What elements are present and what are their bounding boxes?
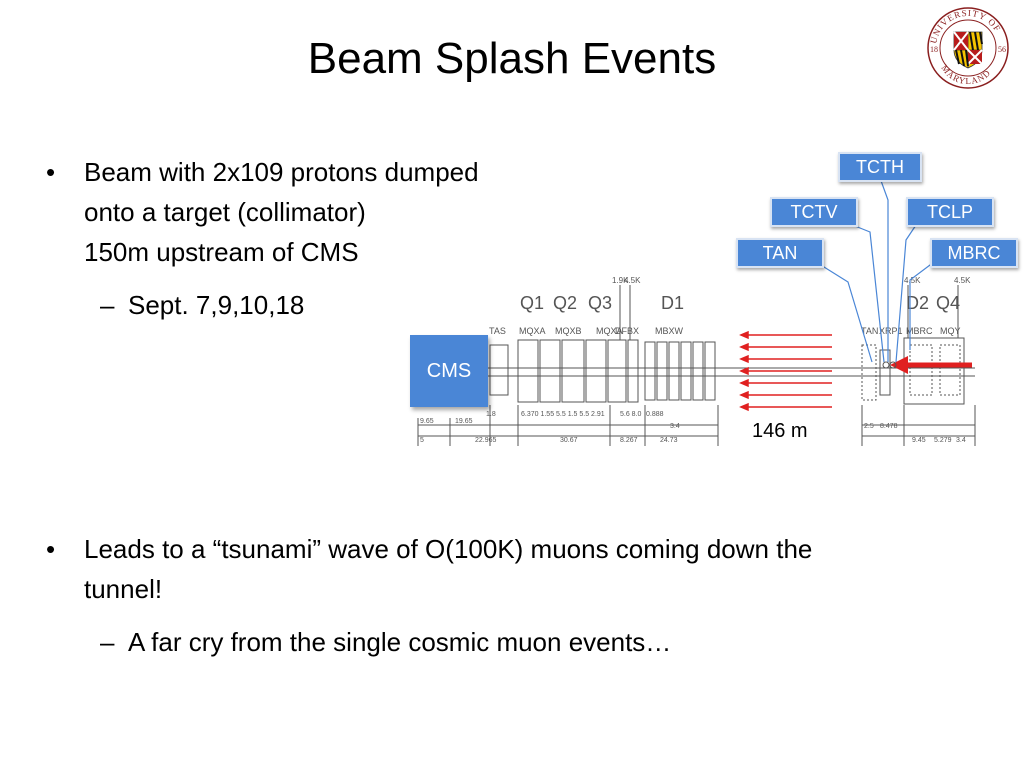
element-label: MBXW — [655, 326, 684, 336]
dash-icon: – — [100, 627, 115, 657]
tan-block — [861, 344, 877, 401]
bullet-line: Leads to a “tsunami” wave of O(100K) muo… — [84, 534, 813, 564]
dim-label: 9.45 — [912, 437, 926, 444]
element-label: MQXB — [555, 326, 582, 336]
group-label: D1 — [661, 293, 684, 313]
dim-label: 3.4 — [956, 437, 966, 444]
top-mark: 1.9K — [612, 276, 629, 285]
dim-label: 6.370 1.55 5.5 1.5 5.5 2.91 — [521, 411, 605, 418]
bullet-dot-icon: • — [46, 157, 56, 187]
callout-tan: TAN — [736, 238, 824, 268]
d1-module — [692, 341, 704, 401]
dim-label: 1.8 — [486, 411, 496, 418]
sub-bullet-text: Sept. 7,9,10,18 — [128, 290, 305, 320]
dash-icon: – — [100, 290, 115, 320]
seal-year-left: 18 — [930, 45, 938, 54]
dim-label: 3.4 — [670, 423, 680, 430]
bullet-line: 150m upstream of CMS — [84, 237, 359, 267]
distance-label: 146 m — [752, 420, 808, 442]
collimator-target-mark — [882, 361, 890, 369]
maryland-flag-shield-icon — [953, 31, 983, 69]
callout-tcth: TCTH — [838, 152, 922, 182]
cms-detector-box: CMS — [410, 335, 488, 407]
top-mark: 4.5K — [954, 276, 971, 285]
tcth-leader-line — [879, 177, 889, 362]
dim-label: 5.279 — [934, 437, 952, 444]
mbrc-magnet — [909, 344, 933, 396]
element-label: TAS — [489, 326, 506, 336]
bullet-line: Beam with 2x109 protons dumped — [84, 157, 479, 187]
muon-arrows-group — [739, 330, 832, 412]
bullet-dot-icon: • — [46, 534, 56, 564]
bullet-beam-protons: • Beam with 2x109 protons dumped onto a … — [46, 152, 604, 272]
callout-tclp: TCLP — [906, 197, 994, 227]
dim-label: 24.73 — [660, 437, 678, 444]
dim-label: 5 — [420, 437, 424, 444]
element-label: MQXA — [596, 326, 623, 336]
dim-label: 22.965 — [475, 437, 497, 444]
d1-module — [680, 341, 692, 401]
mqy-magnet — [939, 344, 961, 396]
tclp-leader-line — [895, 221, 919, 363]
element-label: XRP1 — [879, 326, 903, 336]
element-label: TAN — [861, 326, 878, 336]
group-label: D2 — [906, 293, 929, 313]
d1-module — [704, 341, 716, 401]
group-label: Q1 — [520, 293, 544, 313]
mbrc-leader-line — [909, 261, 935, 350]
element-label: MBRC — [906, 326, 933, 336]
dim-label: 8.267 — [620, 437, 638, 444]
group-label: Q2 — [553, 293, 577, 313]
dim-label: 2.5 — [864, 423, 874, 430]
bullet-line: onto a target (collimator) — [84, 197, 366, 227]
element-label: DFBX — [615, 326, 639, 336]
top-mark: 4.5K — [624, 276, 641, 285]
q3-magnet — [607, 339, 627, 403]
element-label: MQXA — [519, 326, 546, 336]
element-label: MQY — [940, 326, 961, 336]
xrp1-block — [879, 349, 891, 396]
dfbx-block — [627, 339, 639, 403]
tan-leader-line — [815, 261, 873, 363]
dim-label: 9.65 — [420, 418, 434, 425]
university-seal-logo: UNIVERSITY OF MARYLAND 18 56 — [927, 7, 1009, 89]
dim-label: 19.65 — [455, 418, 473, 425]
dim-label: 30.67 — [560, 437, 578, 444]
tas-block — [489, 344, 509, 396]
callout-mbrc: MBRC — [930, 238, 1018, 268]
bullet-line: tunnel! — [84, 574, 163, 604]
q2-magnet-b — [585, 339, 607, 403]
sub-bullet-dates: – Sept. 7,9,10,18 — [100, 285, 305, 325]
bullet-muon-tsunami: • Leads to a “tsunami” wave of O(100K) m… — [46, 529, 984, 609]
d2-q4-cryostat — [903, 337, 965, 405]
sub-bullet-cosmic: – A far cry from the single cosmic muon … — [100, 622, 672, 662]
dim-label: 8.478 — [880, 423, 898, 430]
q1-magnet — [517, 339, 539, 403]
group-label: Q4 — [936, 293, 960, 313]
dim-label: 0.888 — [646, 411, 664, 418]
beam-direction-arrow — [890, 356, 972, 374]
slide-title: Beam Splash Events — [307, 34, 717, 83]
q2-magnet — [561, 339, 585, 403]
d1-module — [656, 341, 668, 401]
top-mark: 4.5K — [904, 276, 921, 285]
callout-tctv: TCTV — [770, 197, 858, 227]
sub-bullet-text: A far cry from the single cosmic muon ev… — [128, 627, 672, 657]
dim-label: 5.6 8.0 — [620, 411, 642, 418]
d1-module — [644, 341, 656, 401]
d1-module — [668, 341, 680, 401]
group-label: Q3 — [588, 293, 612, 313]
q1-magnet-b — [539, 339, 561, 403]
seal-year-right: 56 — [998, 45, 1006, 54]
